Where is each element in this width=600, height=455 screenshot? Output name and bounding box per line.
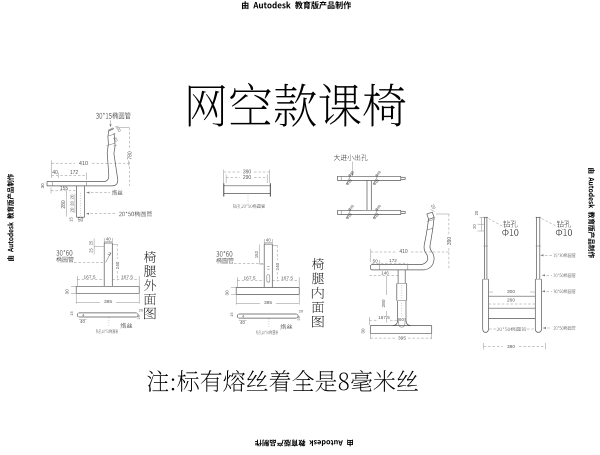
svg-text:385: 385 — [264, 300, 272, 306]
svg-text:Φ10: Φ10 — [345, 213, 352, 221]
svg-text:260: 260 — [507, 298, 515, 304]
svg-text:380: 380 — [507, 344, 515, 350]
svg-text:50: 50 — [373, 258, 379, 263]
svg-text:Φ10: Φ10 — [347, 170, 354, 178]
svg-text:167.5: 167.5 — [121, 274, 133, 280]
svg-text:25: 25 — [296, 315, 301, 320]
svg-text:20: 20 — [116, 126, 123, 133]
svg-text:780: 780 — [127, 151, 133, 160]
svg-text:30: 30 — [361, 328, 366, 334]
svg-text:50: 50 — [78, 218, 84, 224]
svg-text:167.5: 167.5 — [281, 276, 293, 282]
svg-text:20: 20 — [70, 207, 75, 212]
svg-text:20: 20 — [70, 201, 75, 206]
svg-text:30: 30 — [40, 183, 45, 189]
svg-text:15: 15 — [69, 311, 74, 316]
svg-text:40: 40 — [52, 170, 58, 176]
svg-text:240: 240 — [275, 262, 280, 270]
svg-text:Φ10: Φ10 — [372, 179, 379, 187]
svg-text:300: 300 — [507, 289, 515, 295]
svg-text:172: 172 — [70, 170, 79, 176]
svg-text:410: 410 — [79, 161, 88, 167]
svg-text:410: 410 — [399, 249, 408, 255]
svg-text:20: 20 — [70, 194, 75, 199]
svg-text:395: 395 — [398, 335, 406, 341]
svg-text:280: 280 — [381, 299, 387, 307]
svg-text:172: 172 — [389, 258, 397, 263]
svg-text:385: 385 — [104, 299, 112, 305]
svg-text:20: 20 — [474, 210, 479, 215]
svg-text:40: 40 — [80, 319, 85, 324]
svg-text:20: 20 — [139, 307, 144, 312]
svg-text:Φ10: Φ10 — [372, 213, 379, 221]
svg-text:Φ10: Φ10 — [347, 204, 354, 212]
svg-text:40: 40 — [266, 237, 271, 242]
svg-text:155: 155 — [60, 186, 69, 192]
svg-text:25: 25 — [89, 240, 94, 245]
svg-text:20: 20 — [472, 224, 477, 229]
svg-text:15: 15 — [68, 217, 73, 222]
svg-text:25: 25 — [136, 314, 141, 319]
svg-text:11: 11 — [107, 251, 112, 256]
svg-text:Φ10: Φ10 — [374, 204, 381, 212]
svg-text:Φ10: Φ10 — [374, 170, 381, 178]
svg-text:152: 152 — [254, 250, 259, 258]
svg-text:290: 290 — [243, 175, 252, 181]
svg-text:167.5: 167.5 — [243, 276, 255, 282]
svg-text:20: 20 — [112, 136, 119, 143]
svg-text:60: 60 — [399, 317, 404, 322]
svg-text:20: 20 — [430, 203, 437, 210]
svg-text:167.5: 167.5 — [378, 315, 390, 320]
svg-text:4: 4 — [242, 314, 245, 319]
svg-text:280: 280 — [61, 200, 67, 209]
svg-text:390: 390 — [447, 237, 453, 246]
svg-text:25: 25 — [89, 248, 94, 253]
svg-text:30: 30 — [65, 289, 70, 295]
svg-text:390: 390 — [243, 170, 252, 176]
svg-text:40: 40 — [106, 236, 111, 241]
svg-text:167.5: 167.5 — [83, 274, 95, 280]
svg-text:40: 40 — [240, 320, 245, 325]
svg-text:20: 20 — [299, 308, 304, 313]
svg-text:240: 240 — [115, 261, 120, 269]
svg-text:15: 15 — [229, 312, 234, 317]
svg-text:Φ10: Φ10 — [345, 179, 352, 187]
svg-text:146: 146 — [381, 271, 389, 276]
svg-text:30: 30 — [225, 290, 230, 296]
svg-text:4: 4 — [82, 313, 85, 318]
